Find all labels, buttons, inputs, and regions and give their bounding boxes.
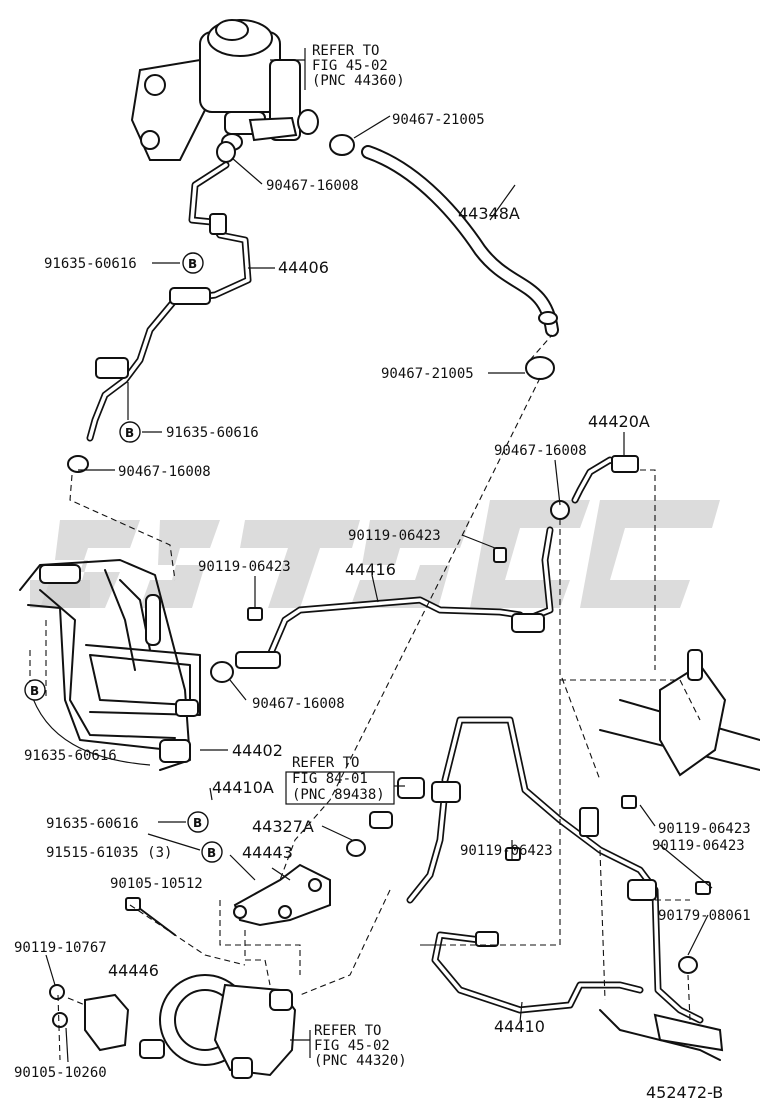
ref-pump-line2: FIG 45-02 — [314, 1038, 390, 1054]
callout-44327A: 44327A — [252, 817, 314, 836]
pressure-switch-89438 — [346, 777, 425, 857]
callout-90119-06423-b: 90119-06423 — [198, 559, 291, 575]
badge-b-3: B — [24, 679, 46, 701]
ref-reservoir-line1: REFER TO — [312, 43, 379, 59]
steering-gear-housing — [560, 649, 760, 781]
ref-switch-line2: FIG 84-01 — [292, 771, 368, 787]
callout-44446: 44446 — [108, 961, 159, 980]
refer-box-switch: REFER TO FIG 84-01 (PNC 89438) — [285, 755, 405, 805]
callout-90467-16008-left: 90467-16008 — [118, 464, 211, 480]
callout-90119-06423-e: 90119-06423 — [652, 838, 745, 854]
callout-44420A: 44420A — [588, 412, 650, 431]
callout-90467-16008-right: 90467-16008 — [494, 443, 587, 459]
badge-b-4-letter: B — [193, 816, 202, 830]
badge-b-1-letter: B — [188, 257, 197, 271]
callout-labels: 90467-21005 90467-16008 44348A 91635-606… — [14, 112, 751, 1081]
callout-90467-21005-top: 90467-21005 — [392, 112, 485, 128]
tube-44420A — [550, 455, 656, 670]
callout-44443: 44443 — [242, 843, 293, 862]
figure-id: 452472-B — [646, 1083, 723, 1102]
callout-44410A: 44410A — [212, 778, 274, 797]
oil-cooler-44402 — [19, 559, 201, 771]
badge-b-4: B — [187, 811, 209, 833]
ref-reservoir-line2: FIG 45-02 — [312, 58, 388, 74]
assembly-dash-lines — [29, 377, 691, 1061]
tube-44410 — [406, 716, 724, 1061]
leader-lines — [29, 115, 713, 1063]
refer-box-reservoir: REFER TO FIG 45-02 (PNC 44360) — [270, 43, 405, 90]
callout-44406: 44406 — [278, 258, 329, 277]
reservoir-tank — [130, 19, 319, 161]
callout-90119-10767: 90119-10767 — [14, 940, 107, 956]
callout-90119-06423-c: 90119-06423 — [460, 843, 553, 859]
badge-b-5-letter: B — [207, 846, 216, 860]
callout-44348A: 44348A — [458, 204, 520, 223]
callout-90119-06423-a: 90119-06423 — [348, 528, 441, 544]
badge-b-2: B — [119, 421, 141, 443]
refer-box-pump: REFER TO FIG 45-02 (PNC 44320) — [290, 1023, 407, 1069]
callout-90105-10512: 90105-10512 — [110, 876, 203, 892]
ref-reservoir-line3: (PNC 44360) — [312, 73, 405, 89]
callout-44402: 44402 — [232, 741, 283, 760]
callout-91635-60616-c: 91635-60616 — [24, 748, 117, 764]
return-hose-44348A — [329, 134, 559, 361]
callout-90467-16008-bottom: 90467-16008 — [252, 696, 345, 712]
callout-91635-60616-d: 91635-60616 — [46, 816, 139, 832]
callout-90105-10260: 90105-10260 — [14, 1065, 107, 1081]
callout-91635-60616-a: 91635-60616 — [44, 256, 137, 272]
ref-pump-line3: (PNC 44320) — [314, 1053, 407, 1069]
callout-91515-61035: 91515-61035 (3) — [46, 845, 172, 861]
badge-b-1: B — [182, 252, 204, 274]
callout-90467-16008-top: 90467-16008 — [266, 178, 359, 194]
bolt-90119-06423 — [247, 547, 711, 974]
ref-switch-line3: (PNC 89438) — [292, 787, 385, 803]
callout-90179-08061: 90179-08061 — [658, 908, 751, 924]
callout-44416: 44416 — [345, 560, 396, 579]
callout-44410: 44410 — [494, 1017, 545, 1036]
callout-91635-60616-b: 91635-60616 — [166, 425, 259, 441]
badge-b-3-letter: B — [30, 684, 39, 698]
callout-90119-06423-d: 90119-06423 — [658, 821, 751, 837]
ref-pump-line1: REFER TO — [314, 1023, 381, 1039]
power-steering-pump — [49, 974, 297, 1079]
badge-b-5: B — [201, 841, 223, 863]
badge-b-2-letter: B — [125, 426, 134, 440]
callout-90467-21005-mid: 90467-21005 — [381, 366, 474, 382]
ref-switch-line1: REFER TO — [292, 755, 359, 771]
bracket-44443 — [233, 863, 331, 927]
hose-clamp-top — [67, 141, 555, 473]
hose-44416 — [210, 526, 554, 683]
watermark-logo — [30, 500, 720, 608]
pressure-pipe-44406 — [86, 161, 252, 442]
